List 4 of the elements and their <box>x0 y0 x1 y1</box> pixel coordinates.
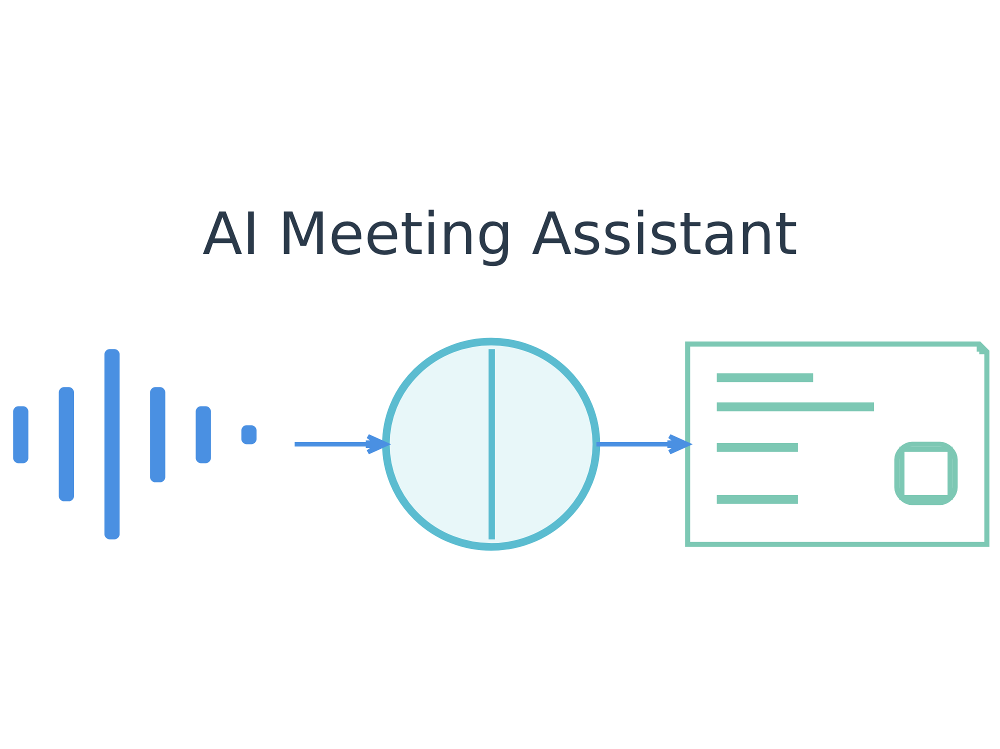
diagram-title: AI Meeting Assistant <box>202 200 798 268</box>
node-picture <box>685 342 990 547</box>
node-picture <box>382 338 600 551</box>
arrow <box>596 434 690 454</box>
